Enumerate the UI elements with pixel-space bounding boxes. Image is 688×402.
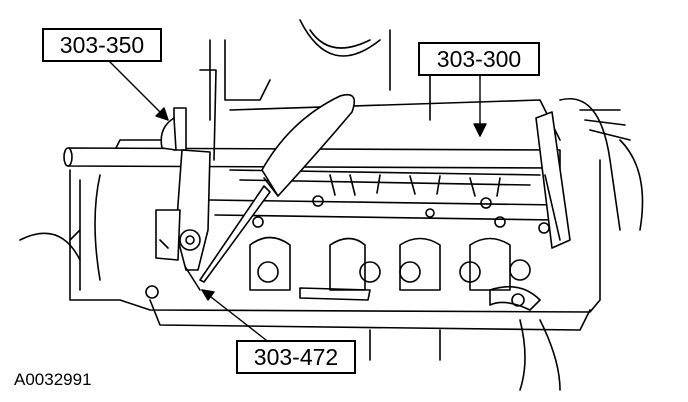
figure-id: A0032991 bbox=[14, 370, 92, 389]
screwdriver bbox=[199, 93, 356, 283]
callout-tool-303-350: 303-350 bbox=[42, 28, 162, 62]
callout-tool-303-300: 303-300 bbox=[418, 42, 540, 76]
locking-tool-303-350 bbox=[155, 69, 217, 291]
callout-tool-303-472: 303-472 bbox=[236, 340, 356, 374]
leader-lines bbox=[109, 61, 487, 341]
valve-wells bbox=[145, 236, 541, 311]
